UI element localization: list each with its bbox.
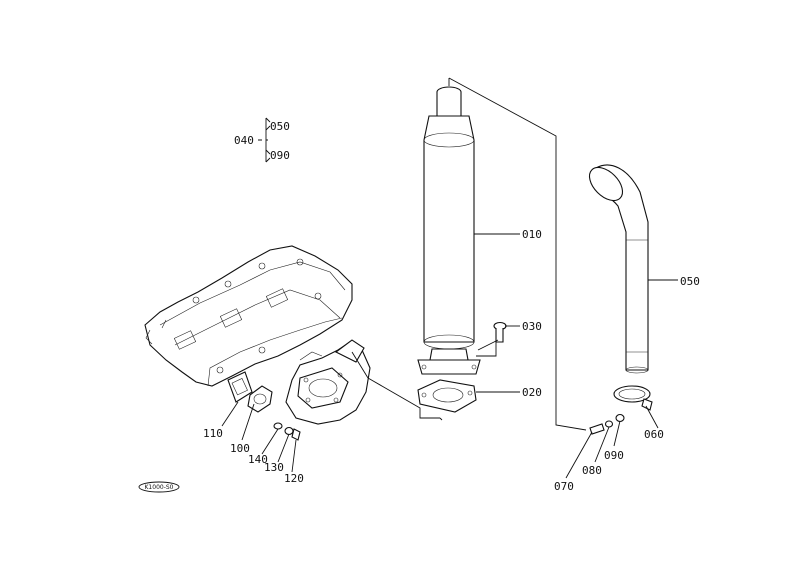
- clamp-060: [613, 385, 653, 411]
- stamp-text: K1000-S0: [145, 484, 174, 491]
- bolt-set-manifold: [273, 422, 301, 441]
- label-130: 130: [264, 461, 284, 474]
- label-120: 120: [284, 472, 304, 485]
- part-labels: 010 020 030 040 050 090 050 060 070 080 …: [203, 120, 700, 493]
- label-030: 030: [522, 320, 542, 333]
- label-010: 010: [522, 228, 542, 241]
- label-070: 070: [554, 480, 574, 493]
- engine-block: [144, 245, 353, 387]
- tail-pipe: [588, 164, 649, 374]
- bolt-030: [493, 321, 507, 343]
- label-020: 020: [522, 386, 542, 399]
- drawing-stamp: K1000-S0: [138, 481, 180, 493]
- label-060: 060: [644, 428, 664, 441]
- label-050-top: 050: [270, 120, 290, 133]
- gasket-110: [227, 371, 253, 403]
- gasket-100: [247, 385, 273, 413]
- label-100: 100: [230, 442, 250, 455]
- label-050-pipe: 050: [680, 275, 700, 288]
- exhaust-elbow: [285, 339, 371, 425]
- label-090-top: 090: [270, 149, 290, 162]
- label-040: 040: [234, 134, 254, 147]
- bolt-set-clamp: [589, 413, 625, 435]
- leader-lines: [221, 77, 678, 479]
- label-110: 110: [203, 427, 223, 440]
- label-140: 140: [248, 453, 268, 466]
- label-080: 080: [582, 464, 602, 477]
- muffler: [417, 86, 481, 375]
- gasket-020: [417, 379, 477, 413]
- label-090: 090: [604, 449, 624, 462]
